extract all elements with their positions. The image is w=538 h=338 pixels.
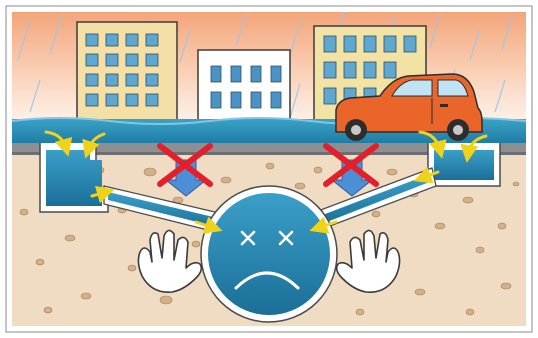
sewer-face — [201, 186, 337, 322]
building-left — [77, 22, 177, 134]
